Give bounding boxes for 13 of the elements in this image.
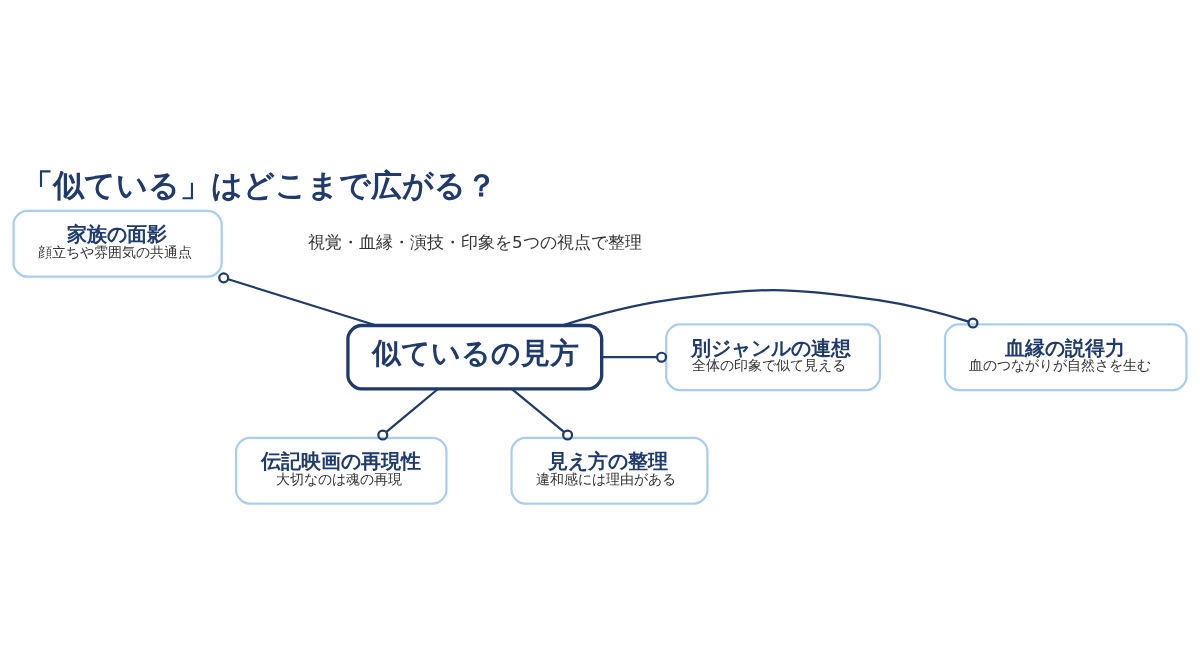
label: 視覚・血縁・演技・印象を5つの視点で整理 [307, 232, 642, 252]
connector [511, 388, 574, 441]
connector [562, 288, 979, 329]
node-box: 見え方の整理 違和感には理由がある [510, 436, 709, 505]
connector [218, 272, 377, 327]
node-box: 似ているの見方 [346, 323, 604, 391]
node-box: 家族の面影 顔立ちや雰囲気の共通点 [12, 209, 223, 278]
connector [601, 351, 668, 363]
node-box: 別ジャンルの連想 全体の印象で似て見える [665, 323, 881, 392]
diagram-title: 「似ている」はどこまで広がる？ [22, 166, 498, 203]
connector [377, 388, 439, 441]
node-box: 伝記映画の再現性 大切なのは魂の再現 [234, 436, 448, 505]
node-box: 血縁の説得力 血のつながりが自然さを生む [943, 323, 1188, 392]
